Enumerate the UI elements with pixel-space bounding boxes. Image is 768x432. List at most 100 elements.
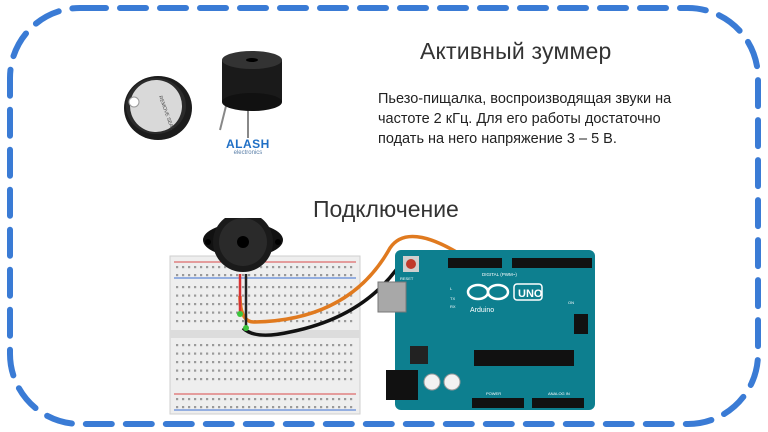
breadboard-hole (224, 311, 227, 314)
breadboard-hole (260, 286, 263, 289)
breadboard-hole (230, 294, 233, 297)
breadboard-hole (242, 406, 245, 409)
digital-label: DIGITAL (PWM~) (482, 272, 517, 277)
breadboard-hole (314, 286, 317, 289)
breadboard-hole (206, 398, 209, 401)
breadboard-hole (242, 320, 245, 323)
breadboard-hole (326, 286, 329, 289)
breadboard-hole (320, 320, 323, 323)
buzzer-product-photo: REMOVE SEAL (124, 51, 282, 140)
breadboard-hole (200, 352, 203, 355)
breadboard-hole (236, 398, 239, 401)
breadboard-hole (254, 361, 257, 364)
breadboard-hole (314, 303, 317, 306)
breadboard-hole (350, 378, 353, 381)
breadboard-hole (350, 286, 353, 289)
breadboard-hole (272, 311, 275, 314)
breadboard-hole (194, 406, 197, 409)
breadboard-hole (218, 294, 221, 297)
reset-button[interactable] (406, 259, 416, 269)
breadboard-hole (266, 266, 269, 269)
section-title: Подключение (313, 196, 459, 222)
breadboard-hole (320, 294, 323, 297)
breadboard-hole (212, 361, 215, 364)
breadboard-hole (326, 311, 329, 314)
breadboard-hole (260, 311, 263, 314)
alash-logo: ALASH electronics (226, 137, 270, 156)
breadboard-hole (200, 406, 203, 409)
breadboard-hole (314, 406, 317, 409)
breadboard-hole (302, 369, 305, 372)
power-label: POWER (486, 391, 501, 396)
breadboard-hole (302, 274, 305, 277)
breadboard-hole (320, 406, 323, 409)
breadboard-hole (182, 406, 185, 409)
breadboard-hole (200, 398, 203, 401)
breadboard-hole (320, 361, 323, 364)
breadboard-hole (332, 294, 335, 297)
breadboard-hole (260, 406, 263, 409)
breadboard-hole (182, 303, 185, 306)
breadboard-hole (188, 311, 191, 314)
on-label: ON (568, 300, 574, 305)
breadboard-hole (176, 311, 179, 314)
breadboard-hole (242, 303, 245, 306)
breadboard-hole (206, 361, 209, 364)
arduino-uno-board: RESET DIGITAL (PWM~) UNO Arduino L TX RX… (377, 250, 595, 410)
breadboard-hole (278, 274, 281, 277)
breadboard-hole (302, 352, 305, 355)
breadboard-hole (224, 303, 227, 306)
breadboard-hole (230, 398, 233, 401)
breadboard-hole (308, 398, 311, 401)
breadboard-hole (236, 311, 239, 314)
breadboard-hole (224, 352, 227, 355)
breadboard-hole (338, 274, 341, 277)
breadboard-hole (326, 266, 329, 269)
breadboard-hole (302, 311, 305, 314)
breadboard-hole (212, 311, 215, 314)
description: Пьезо-пищалка, воспроизводящая звуки на … (378, 91, 672, 147)
breadboard-hole (320, 369, 323, 372)
breadboard-hole (314, 266, 317, 269)
breadboard-hole (326, 361, 329, 364)
breadboard-hole (290, 311, 293, 314)
breadboard-hole (260, 303, 263, 306)
breadboard-hole (308, 274, 311, 277)
breadboard-hole (320, 303, 323, 306)
breadboard-hole (326, 303, 329, 306)
breadboard-hole (266, 303, 269, 306)
breadboard-hole (266, 361, 269, 364)
arduino-brand: Arduino (470, 307, 494, 314)
breadboard-hole (314, 352, 317, 355)
breadboard-hole (338, 344, 341, 347)
breadboard-hole (200, 266, 203, 269)
breadboard-hole (278, 352, 281, 355)
breadboard-hole (218, 378, 221, 381)
breadboard-hole (254, 294, 257, 297)
breadboard-hole (272, 369, 275, 372)
breadboard-hole (230, 378, 233, 381)
breadboard-hole (344, 398, 347, 401)
breadboard-hole (272, 406, 275, 409)
breadboard-hole (326, 378, 329, 381)
breadboard-hole (266, 311, 269, 314)
breadboard-hole (278, 344, 281, 347)
breadboard-hole (266, 294, 269, 297)
breadboard-hole (296, 369, 299, 372)
breadboard-hole (302, 378, 305, 381)
breadboard-hole (314, 274, 317, 277)
breadboard-hole (296, 352, 299, 355)
breadboard-hole (320, 274, 323, 277)
breadboard-hole (218, 311, 221, 314)
breadboard-hole (254, 398, 257, 401)
breadboard-hole (338, 361, 341, 364)
breadboard-hole (194, 378, 197, 381)
breadboard-hole (188, 378, 191, 381)
breadboard-hole (266, 286, 269, 289)
breadboard-hole (224, 320, 227, 323)
breadboard-hole (284, 344, 287, 347)
breadboard-hole (326, 352, 329, 355)
breadboard-hole (188, 369, 191, 372)
breadboard-hole (338, 303, 341, 306)
usb-port (377, 281, 407, 313)
